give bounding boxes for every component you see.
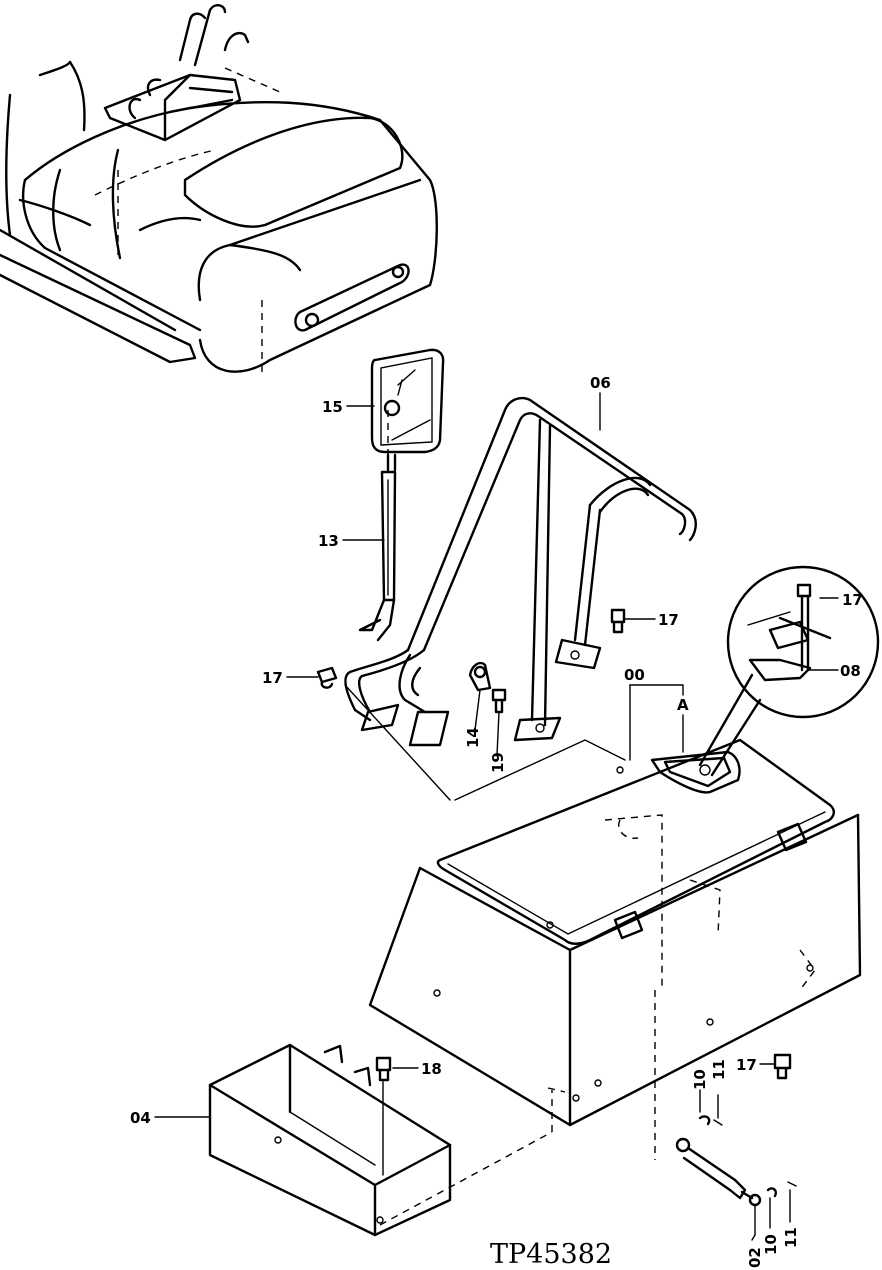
callout-17-left: 17 (262, 669, 283, 687)
bolt-17-mid (610, 608, 626, 634)
callout-17-mid: 17 (658, 611, 679, 629)
detail-a-view (698, 565, 880, 777)
callout-04: 04 (130, 1109, 151, 1127)
callout-11-lower: 11 (782, 1227, 800, 1248)
bracket-14 (468, 661, 492, 692)
callout-a: A (677, 696, 689, 714)
leader-lines (154, 392, 839, 1241)
gas-spring (675, 1089, 797, 1236)
callout-06: 06 (590, 374, 611, 392)
mirror (370, 348, 445, 472)
callout-10-upper: 10 (691, 1069, 709, 1090)
handrail (344, 396, 697, 747)
callout-13: 13 (318, 532, 339, 550)
callout-17-detail: 17 (842, 591, 863, 609)
bolt-17-left (316, 666, 338, 689)
callout-18: 18 (421, 1060, 442, 1078)
callout-02: 02 (746, 1247, 764, 1268)
callout-17-lower: 17 (736, 1056, 757, 1074)
bolt-17-lower (773, 1053, 792, 1080)
toolbox (344, 684, 862, 1160)
callout-15: 15 (322, 398, 343, 416)
bolt-18 (375, 1056, 392, 1176)
drawing-number: TP45382 (490, 1239, 612, 1270)
callout-00: 00 (624, 666, 645, 684)
tray-box (208, 1043, 553, 1237)
callout-labels: 15 13 06 17 17 17 17 14 19 00 A 08 18 04… (130, 374, 863, 1268)
callout-14: 14 (464, 727, 482, 748)
mirror-stay (358, 470, 397, 642)
callout-08: 08 (840, 662, 861, 680)
callout-10-lower: 10 (762, 1234, 780, 1255)
callout-19: 19 (489, 752, 507, 773)
callout-11-upper: 11 (710, 1059, 728, 1080)
machine-upper-structure (0, 4, 438, 375)
bolt-19 (491, 688, 507, 714)
